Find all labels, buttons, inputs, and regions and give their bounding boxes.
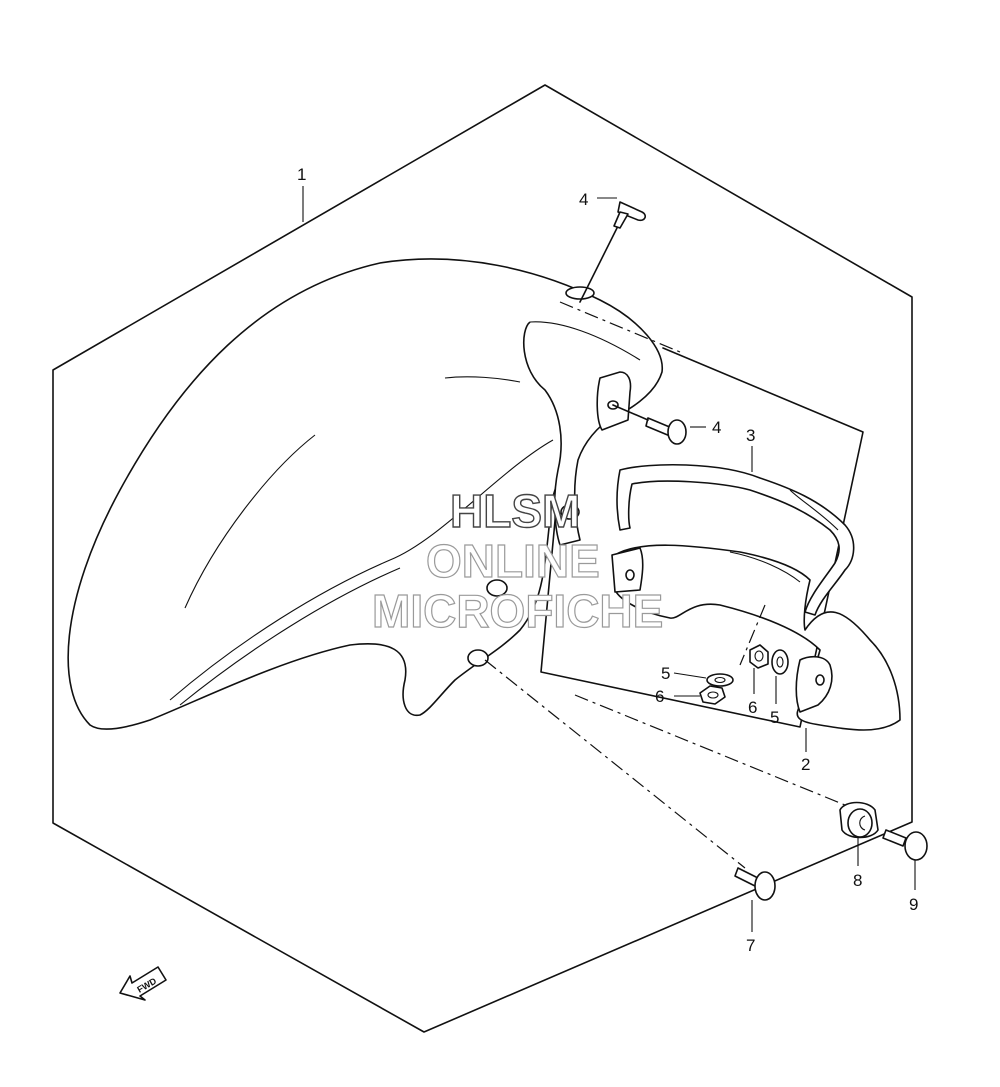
front-fender[interactable]	[67, 258, 663, 730]
alignment-line-bolt7	[484, 659, 746, 869]
nut-left[interactable]	[699, 685, 726, 705]
fender-brace[interactable]	[616, 463, 855, 616]
callout-6-right: 6	[748, 698, 757, 717]
callout-3: 3	[746, 426, 755, 445]
watermark-line2: ONLINE	[426, 535, 600, 587]
callout-7: 7	[746, 936, 755, 955]
callout-9: 9	[909, 895, 918, 914]
screw-upper[interactable]	[579, 201, 647, 303]
subassembly-frame	[540, 347, 864, 728]
callout-4-top: 4	[579, 190, 588, 209]
nut-right[interactable]	[749, 644, 769, 669]
alignment-line-lower	[574, 694, 846, 806]
watermark-line1: HLSM	[450, 485, 580, 537]
forward-direction-icon: FWD	[119, 966, 167, 1001]
bolt-lower[interactable]	[734, 867, 776, 901]
callout-4-side: 4	[712, 418, 721, 437]
screw-side[interactable]	[612, 404, 687, 445]
washer-right[interactable]	[771, 649, 789, 675]
watermark-line3: MICROFICHE	[372, 585, 663, 637]
callout-6-left: 6	[655, 687, 664, 706]
callout-2: 2	[801, 755, 810, 774]
callout-1: 1	[297, 165, 306, 184]
bolt-right[interactable]	[882, 829, 928, 861]
alignment-line-clip	[739, 604, 766, 666]
washer-left[interactable]	[706, 673, 734, 687]
assembly-frame	[52, 84, 913, 1033]
callout-8: 8	[853, 871, 862, 890]
inner-mudguard[interactable]	[611, 544, 901, 731]
callout-5-left: 5	[661, 664, 670, 683]
grommet[interactable]	[839, 801, 879, 839]
alignment-line-top	[559, 301, 681, 353]
callout-5-right: 5	[770, 708, 779, 727]
leader-lines	[302, 186, 916, 932]
